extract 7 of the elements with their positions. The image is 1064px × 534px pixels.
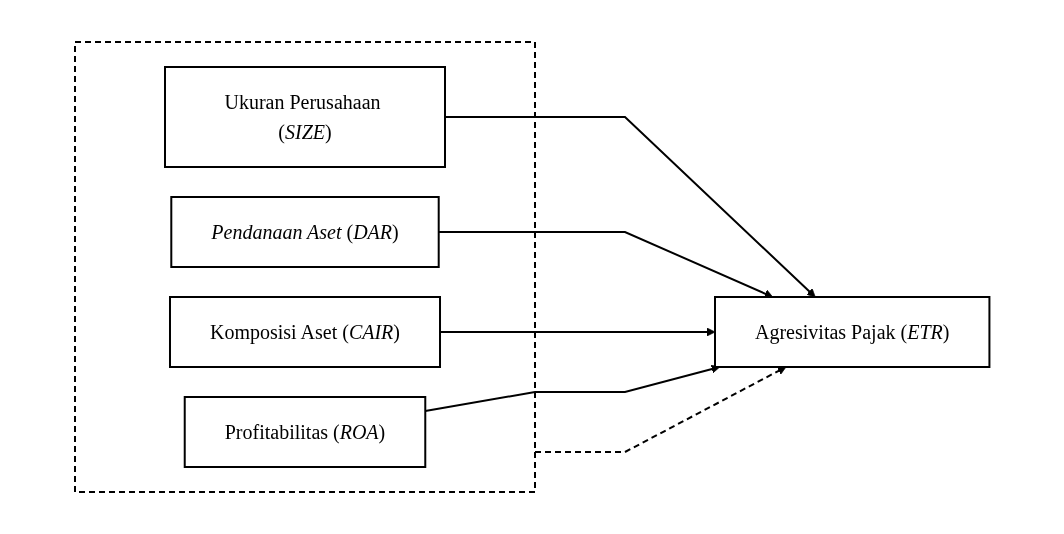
node-box: Pendanaan Aset (DAR) — [170, 196, 440, 268]
arrow — [533, 366, 787, 453]
node-box: Profitabilitas (ROA) — [183, 396, 427, 468]
node-box: Agresivitas Pajak (ETR) — [713, 296, 991, 368]
node-box: Ukuran Perusahaan (SIZE) — [163, 66, 446, 168]
node-box: Komposisi Aset (CAIR) — [168, 296, 441, 368]
cluster — [73, 41, 536, 493]
